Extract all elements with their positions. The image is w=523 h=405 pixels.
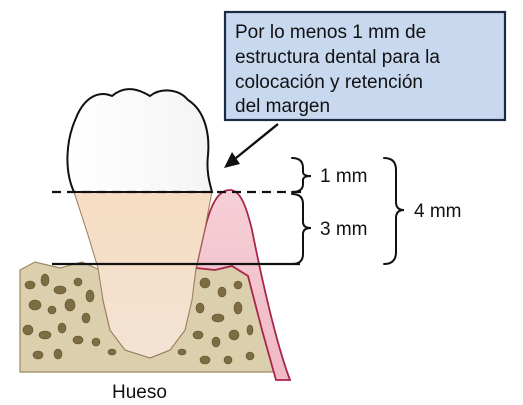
bone-caption: Hueso — [112, 382, 167, 403]
dimension-label-3mm: 3 mm — [320, 219, 368, 240]
tooth-crown — [67, 89, 212, 192]
callout: Por lo menos 1 mm de estructura dental p… — [225, 12, 505, 120]
callout-line-1: Por lo menos 1 mm de — [235, 22, 426, 43]
bracket-1mm — [292, 158, 311, 192]
callout-line-4: del margen — [235, 96, 330, 117]
dimension-label-4mm: 4 mm — [414, 201, 462, 222]
callout-line-2: estructura dental para la — [235, 47, 440, 68]
bracket-3mm — [292, 194, 311, 264]
dimension-label-1mm: 1 mm — [320, 166, 368, 187]
callout-line-3: colocación y retención — [235, 72, 423, 93]
bracket-4mm — [384, 158, 404, 264]
callout-arrow — [224, 124, 278, 168]
